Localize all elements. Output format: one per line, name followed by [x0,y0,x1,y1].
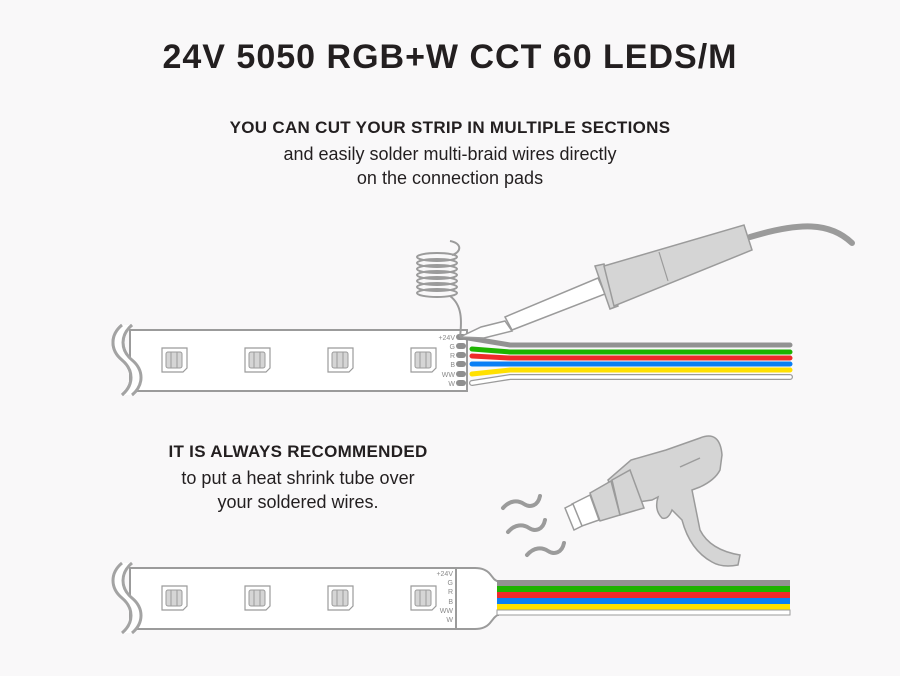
cut-section-text: and easily solder multi-braid wires dire… [0,142,900,190]
svg-text:WW: WW [440,608,454,615]
cut-section-line1: and easily solder multi-braid wires dire… [283,144,617,164]
heat-gun-icon [564,435,741,567]
pad-label-ww: WW [442,372,456,379]
led-strip-top: +24V G R B WW W [111,323,793,397]
svg-text:W: W [446,617,453,624]
led-strip-bottom: +24V G R B WW W [111,561,791,635]
led-chip-icon [327,347,354,373]
shrink-section-line2: your soldered wires. [217,492,379,512]
pad-label-w: W [448,381,455,388]
led-chip-icon [327,585,354,611]
page-title: 24V 5050 RGB+W CCT 60 LEDS/M [162,38,738,76]
svg-text:+24V: +24V [436,571,453,578]
pad-label-g: G [450,344,455,351]
led-chip-icon [410,585,437,611]
wire-bundle-bottom [496,580,791,616]
led-chip-icon [410,347,437,373]
pad-label-r: R [450,353,455,360]
heat-shrink-tube [455,567,503,630]
led-chip-icon [161,347,188,373]
led-chip-icon [244,347,271,373]
shrink-section-heading: IT IS ALWAYS RECOMMENDED [168,442,428,461]
shrink-section-line1: to put a heat shrink tube over [181,468,415,488]
solder-wire-coil-icon [416,240,462,338]
wire-bundle-top [459,334,793,386]
led-chip-icon [244,585,271,611]
soldering-iron-icon [459,223,855,339]
shrink-section-text: to put a heat shrink tube over your sold… [128,466,468,514]
led-chip-icon [161,585,188,611]
svg-text:B: B [448,599,453,606]
svg-text:R: R [448,589,453,596]
pad-label-b: B [450,362,455,369]
heat-waves-icon [501,494,566,557]
cut-section-heading: YOU CAN CUT YOUR STRIP IN MULTIPLE SECTI… [229,118,671,137]
cut-section-line2: on the connection pads [356,168,544,188]
svg-text:G: G [448,580,453,587]
pad-label-24v: +24V [438,335,455,342]
